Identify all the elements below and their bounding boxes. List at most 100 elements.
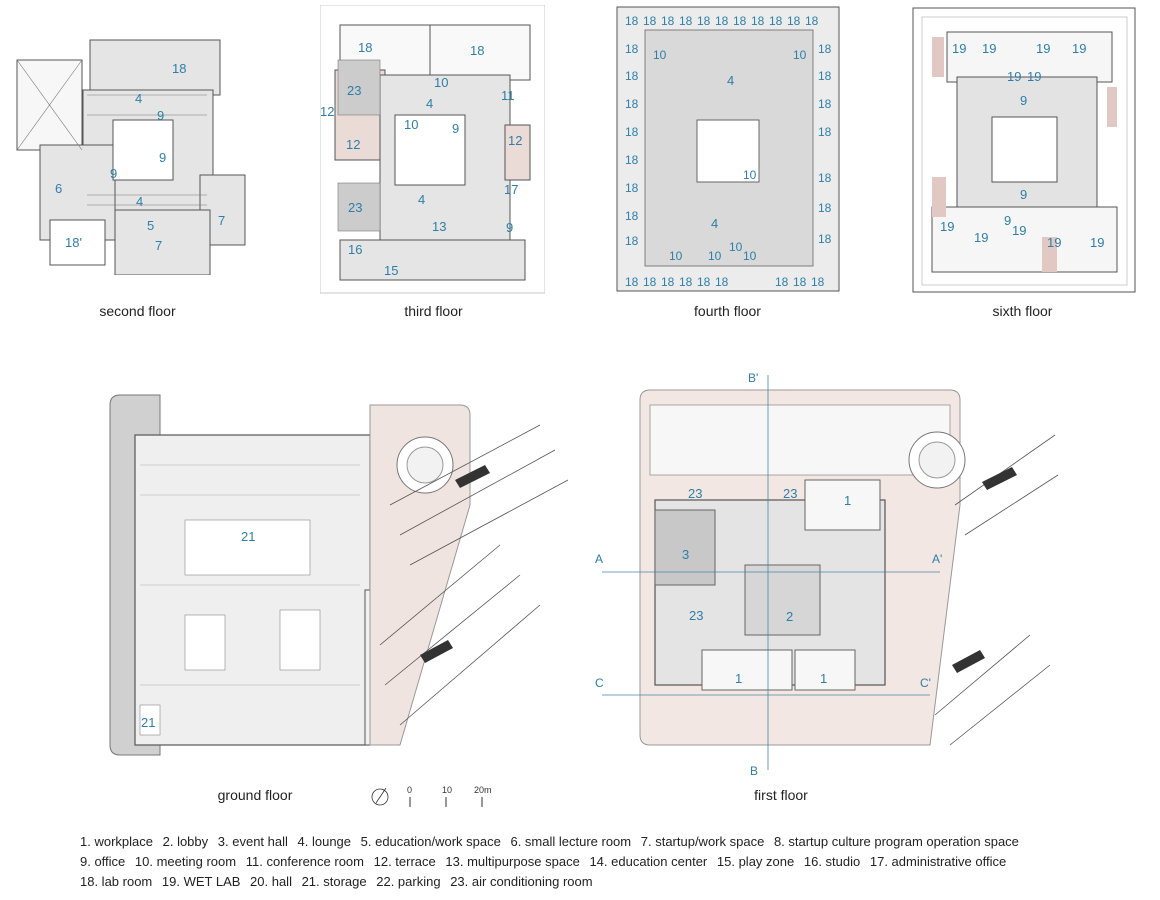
- svg-text:18: 18: [697, 14, 711, 28]
- legend-item: 8. startup culture program operation spa…: [773, 834, 1019, 849]
- room-label: 19: [1047, 235, 1061, 250]
- caption-second-floor: second floor: [99, 303, 176, 319]
- svg-text:18: 18: [679, 14, 693, 28]
- room-label: 9: [159, 150, 166, 165]
- room-label: 23: [347, 83, 361, 98]
- svg-text:18: 18: [643, 14, 657, 28]
- section-mark-a-prime: A': [932, 552, 942, 566]
- wing-south: [114, 209, 211, 275]
- plan-sixth-floor: 19 19 19 19 19 19 9 9 9 19 19 19 19 19: [912, 7, 1137, 295]
- room-label: 21: [141, 715, 155, 730]
- svg-text:18: 18: [818, 201, 832, 215]
- legend-item: 20. hall: [250, 874, 292, 889]
- svg-text:18: 18: [625, 153, 639, 167]
- room-label: 23: [348, 200, 362, 215]
- svg-text:18: 18: [818, 97, 832, 111]
- svg-text:18: 18: [775, 275, 789, 289]
- svg-text:18: 18: [625, 234, 639, 248]
- legend-item: 12. terrace: [373, 854, 436, 869]
- room-label: 19: [1027, 69, 1041, 84]
- legend-item: 13. multipurpose space: [445, 854, 580, 869]
- caption-fourth-floor: fourth floor: [694, 303, 761, 319]
- first-floor-drawing: B' B A A' C C' 23 23 1 3 2 23 1 1: [595, 371, 1059, 778]
- section-mark-b: B: [750, 764, 758, 778]
- sixth-floor-drawing: 19 19 19 19 19 19 9 9 9 19 19 19 19 19: [912, 7, 1136, 293]
- room-label: 21: [241, 529, 255, 544]
- legend-item: 23. air conditioning room: [450, 874, 593, 889]
- legend-item: 16. studio: [803, 854, 861, 869]
- svg-text:18: 18: [793, 275, 807, 289]
- legend-item: 19. WET LAB: [161, 874, 241, 889]
- room-label: 19: [1036, 41, 1050, 56]
- area-18prime: [49, 219, 106, 266]
- svg-text:18: 18: [818, 171, 832, 185]
- svg-text:18: 18: [625, 97, 639, 111]
- room-label: 7: [218, 213, 225, 228]
- room-label: 19: [952, 41, 966, 56]
- section-mark-a: A: [595, 552, 603, 566]
- plan-third-floor: 18 18 23 10 11 4 12 10 9 12 12 17 23 4 1…: [320, 5, 545, 295]
- room-label: 19: [1090, 235, 1104, 250]
- legend-item: 11. conference room: [245, 854, 364, 869]
- room-label: 15: [384, 263, 398, 278]
- room-label: 9: [157, 108, 164, 123]
- room-label: 10: [653, 48, 667, 62]
- room-label: 6: [55, 181, 62, 196]
- svg-text:18: 18: [811, 275, 825, 289]
- svg-text:18: 18: [805, 14, 819, 28]
- scale-label-20: 20m: [474, 785, 492, 795]
- svg-text:18: 18: [661, 14, 675, 28]
- ground-floor-drawing: 21 21: [109, 394, 569, 756]
- room-label: 16: [348, 242, 362, 257]
- room-label: 23: [783, 486, 797, 501]
- svg-text:18: 18: [818, 125, 832, 139]
- caption-third-floor: third floor: [404, 303, 463, 319]
- room-label: 18: [470, 43, 484, 58]
- room-label: 1: [844, 493, 851, 508]
- room-label: 7: [155, 238, 162, 253]
- legend-item: 14. education center: [589, 854, 708, 869]
- room-label: 9: [506, 220, 513, 235]
- plan-second-floor: 18 4 9 9 9 6 4 5 7 7 18': [15, 25, 255, 275]
- north-arrow-icon: [371, 788, 389, 806]
- legend-item: 9. office: [80, 854, 126, 869]
- svg-text:18: 18: [679, 275, 693, 289]
- room-label: 10: [793, 48, 807, 62]
- second-floor-drawing: 18 4 9 9 9 6 4 5 7 7 18': [16, 39, 246, 275]
- room-label: 19: [982, 41, 996, 56]
- room-label: 4: [727, 73, 734, 88]
- room-label: 1: [820, 671, 827, 686]
- svg-text:18: 18: [697, 275, 711, 289]
- legend-item: 22. parking: [376, 874, 441, 889]
- room-label: 10: [743, 249, 757, 263]
- legend-item: 7. startup/work space: [640, 834, 765, 849]
- room-label: 9: [1020, 187, 1027, 202]
- room-label: 9: [1020, 93, 1027, 108]
- room-label: 17: [504, 182, 518, 197]
- room-label: 4: [135, 91, 142, 106]
- section-mark-b-prime: B': [748, 371, 758, 385]
- scale-label-0: 0: [407, 785, 412, 795]
- svg-text:18: 18: [643, 275, 657, 289]
- plan-first-floor: B' B A A' C C' 23 23 1 3 2 23 1 1: [590, 365, 1060, 780]
- room-label: 13: [432, 219, 446, 234]
- room-label: 12: [346, 137, 360, 152]
- legend-item: 15. play zone: [716, 854, 795, 869]
- room-label: 18': [65, 235, 82, 250]
- svg-text:18: 18: [625, 14, 639, 28]
- room-label: 4: [418, 192, 425, 207]
- room-label: 10: [729, 240, 743, 254]
- wing-north: [89, 39, 221, 96]
- room-label: 23: [689, 608, 703, 623]
- room-label: 10: [404, 117, 418, 132]
- room-label: 9: [1004, 213, 1011, 228]
- svg-text:18: 18: [818, 42, 832, 56]
- svg-text:18: 18: [733, 14, 747, 28]
- svg-text:18: 18: [625, 42, 639, 56]
- scale-bar: 0 10 20m: [370, 782, 500, 817]
- room-label: 9: [452, 121, 459, 136]
- room-label: 10: [708, 249, 722, 263]
- room-legend: 1. workplace 2. lobby 3. event hall 4. l…: [80, 832, 1140, 892]
- plan-fourth-floor: 18 18 18 18 18 18 18 18 18 18 18 18 18 18 18 18 18 18 18 1…: [615, 5, 843, 295]
- svg-text:18: 18: [661, 275, 675, 289]
